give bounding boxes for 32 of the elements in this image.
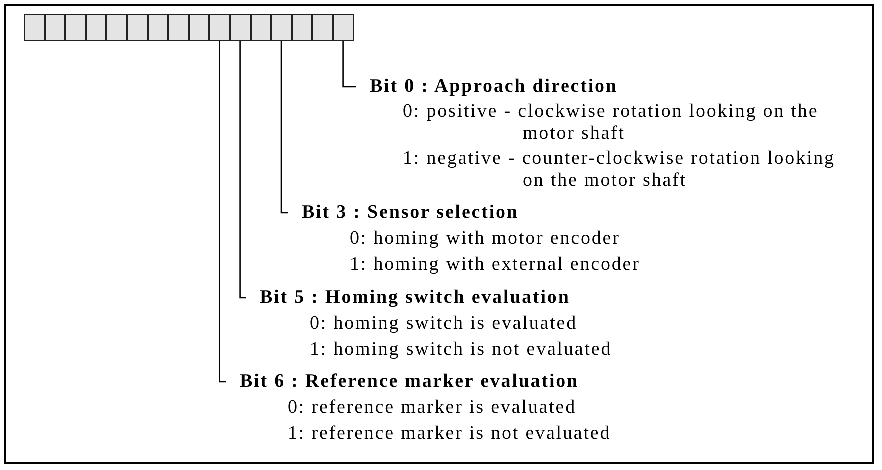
bit-value-description: 1: homing with external encoder — [350, 254, 642, 276]
register-bit-cell — [65, 14, 86, 41]
register-bit-cell — [24, 14, 45, 41]
leader-line — [280, 41, 288, 214]
bit-heading: Bit 6 : Reference marker evaluation — [240, 371, 580, 393]
register-bit-cell — [168, 14, 189, 41]
bit-value-description: 0: homing switch is evaluated — [310, 313, 579, 335]
leader-line — [342, 41, 356, 88]
bit-value-description: 0: positive - clockwise rotation looking on the motor shaft — [403, 101, 820, 145]
register-bit-cell — [106, 14, 127, 41]
register-bit-cell — [86, 14, 106, 41]
leader-line — [240, 41, 246, 299]
register-bit-cell — [333, 14, 354, 41]
register-bit-cell — [230, 14, 251, 41]
register-bit-cell — [250, 14, 272, 41]
bit-value-description: 0: homing with motor encoder — [350, 228, 622, 250]
bit-heading: Bit 5 : Homing switch evaluation — [260, 287, 572, 309]
register-bit-cell — [44, 14, 66, 41]
leader-line — [219, 41, 226, 383]
register-bit-cell — [127, 14, 148, 41]
bit-heading: Bit 0 : Approach direction — [370, 76, 619, 98]
register-bit-cell — [209, 14, 230, 41]
bit-value-description: 1: negative - counter-clockwise rotation looking on the motor shaft — [403, 148, 836, 192]
bit-heading: Bit 3 : Sensor selection — [302, 202, 520, 224]
bit-value-description: 1: homing switch is not evaluated — [310, 339, 614, 361]
register-bit-cell — [292, 14, 312, 41]
bit-value-description: 0: reference marker is evaluated — [288, 397, 578, 419]
register-bit-cell — [148, 14, 168, 41]
register-bit-cell — [188, 14, 210, 41]
bit-value-description: 1: reference marker is not evaluated — [288, 423, 612, 445]
register-bit-cell — [271, 14, 292, 41]
register-bit-cell — [312, 14, 333, 41]
